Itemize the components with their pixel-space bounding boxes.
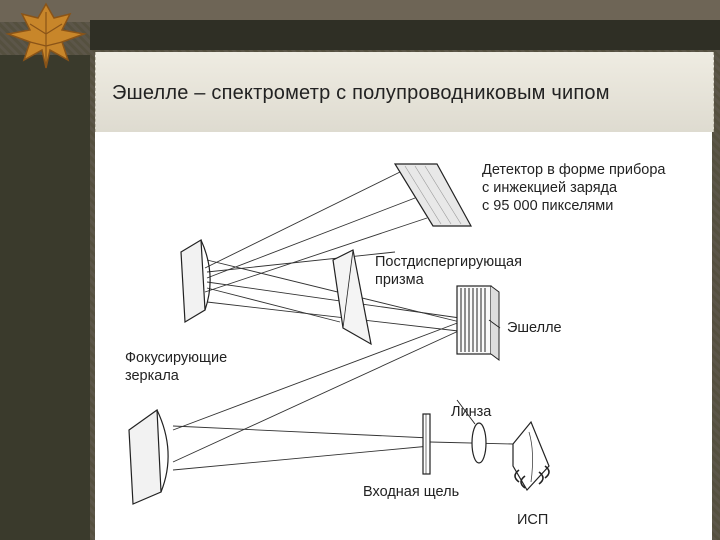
lens [471, 422, 487, 464]
lens-label: Линза [451, 404, 492, 420]
svg-text:Фокусирующие: Фокусирующие [125, 350, 227, 366]
echelle-label: Эшелле [507, 320, 562, 336]
entrance-slit [422, 413, 431, 475]
slit-label: Входная щель [363, 484, 459, 500]
diagram-labels: Детектор в форме прибора с инжекцией зар… [125, 162, 666, 528]
svg-text:Постдиспергирующая: Постдиспергирующая [375, 254, 522, 270]
diagram-panel [95, 132, 712, 540]
lower-focusing-mirror [128, 408, 169, 505]
svg-text:Эшелле: Эшелле [507, 320, 562, 336]
svg-text:Детектор в форме прибора: Детектор в форме прибора [482, 162, 666, 178]
svg-text:Входная щель: Входная щель [363, 484, 459, 500]
echelle-spectrometer-diagram: Детектор в форме прибора с инжекцией зар… [125, 162, 666, 528]
detector-label-line-3: с 95 000 пикселями [482, 198, 613, 214]
echelle-grating [456, 285, 500, 361]
ccd-detector [393, 163, 473, 227]
prism-label-line-2: призма [375, 272, 425, 288]
svg-text:Линза: Линза [451, 404, 492, 420]
icp-torch [512, 420, 550, 492]
autumn-leaf-icon [5, 2, 87, 69]
slide-title: Эшелле – спектрометр с полупроводниковым… [112, 82, 610, 104]
leader-lines [456, 319, 501, 425]
svg-text:призма: призма [375, 272, 425, 288]
svg-text:ИСП: ИСП [517, 512, 548, 528]
header-strip [90, 20, 720, 50]
prism-label-line-1: Постдиспергирующая [375, 254, 522, 270]
svg-text:зеркала: зеркала [125, 368, 180, 384]
left-band [0, 55, 90, 540]
svg-text:с 95 000 пикселями: с 95 000 пикселями [482, 198, 613, 214]
light-rays [172, 171, 514, 471]
detector-label-line-1: Детектор в форме прибора [482, 162, 666, 178]
title-box [95, 52, 714, 132]
mirrors-label-line-1: Фокусирующие [125, 350, 227, 366]
svg-text:с инжекцией заряда: с инжекцией заряда [482, 180, 618, 196]
mirrors-label-line-2: зеркала [125, 368, 180, 384]
top-band [0, 0, 720, 22]
detector-label-line-2: с инжекцией заряда [482, 180, 618, 196]
postdispersing-prism [332, 249, 372, 346]
icp-label: ИСП [517, 512, 548, 528]
upper-focusing-mirror [180, 238, 211, 324]
